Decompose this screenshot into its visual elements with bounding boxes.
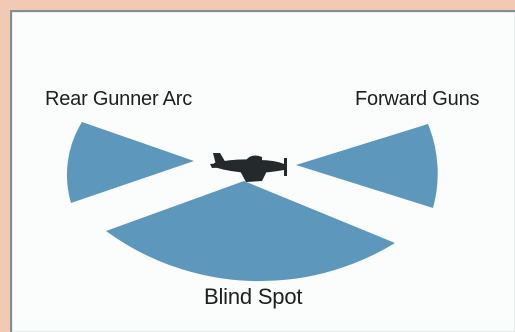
forward-guns-arc [296,124,438,208]
rear-gunner-arc [67,122,194,203]
forward-guns-label: Forward Guns [355,88,479,111]
rear-gunner-arc-label: Rear Gunner Arc [45,88,192,111]
blind-spot-arc [106,181,395,281]
fighter-plane-icon [210,153,287,182]
blind-spot-label: Blind Spot [204,284,302,310]
